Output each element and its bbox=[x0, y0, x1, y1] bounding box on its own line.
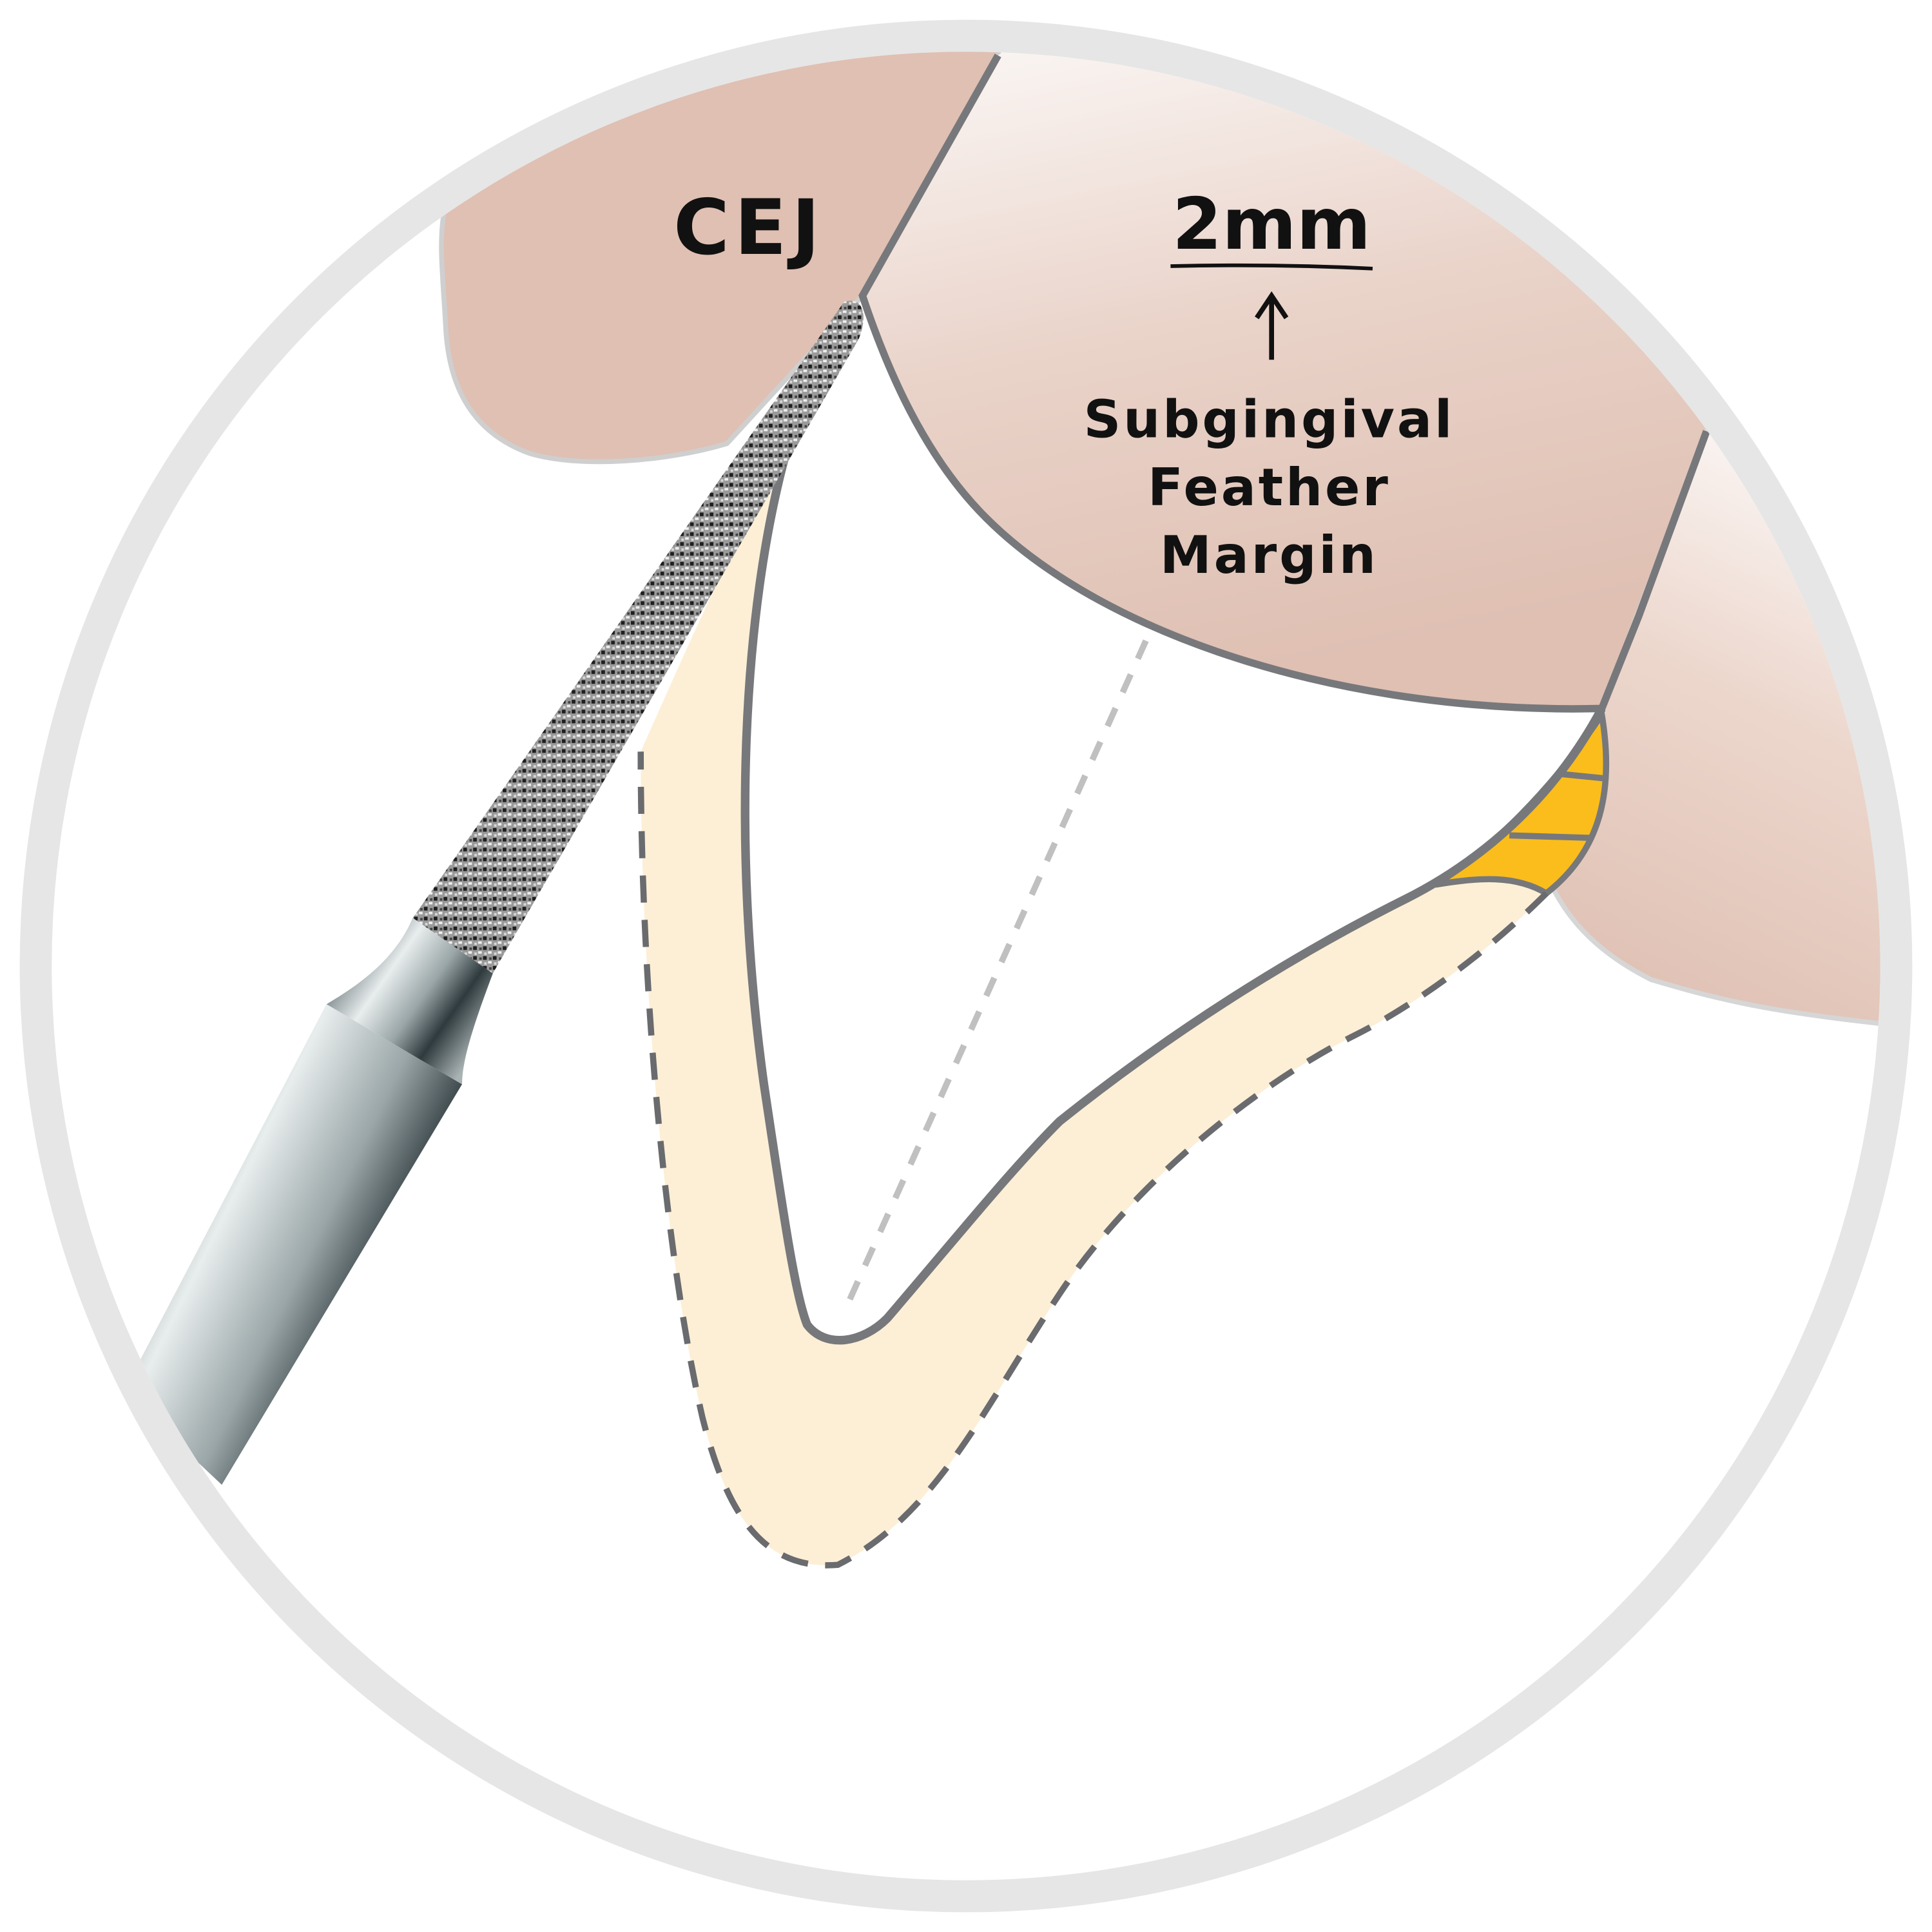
bur-shaft bbox=[123, 1004, 462, 1485]
depth-label: 2mm bbox=[1172, 183, 1371, 266]
caries-lines bbox=[1509, 770, 1608, 841]
depth-underline bbox=[1170, 263, 1373, 271]
pulp-dashed-outline bbox=[637, 751, 1549, 1569]
bur-diamond-head bbox=[412, 300, 864, 974]
prep-outline bbox=[740, 442, 1606, 1345]
tooth-outline-left bbox=[858, 53, 1710, 713]
path-of-insertion-dotted bbox=[841, 639, 1149, 1314]
arrow-up-icon bbox=[1255, 291, 1289, 360]
cej-label: CEJ bbox=[673, 183, 825, 272]
bur-neck bbox=[326, 918, 493, 1085]
margin-label-line3: Margin bbox=[1160, 525, 1378, 585]
prepared-dentin bbox=[641, 443, 1607, 1565]
diamond-bur bbox=[123, 300, 864, 1485]
margin-label-line1: Subgingival bbox=[1083, 389, 1454, 450]
margin-label-line2: Feather bbox=[1148, 457, 1391, 517]
